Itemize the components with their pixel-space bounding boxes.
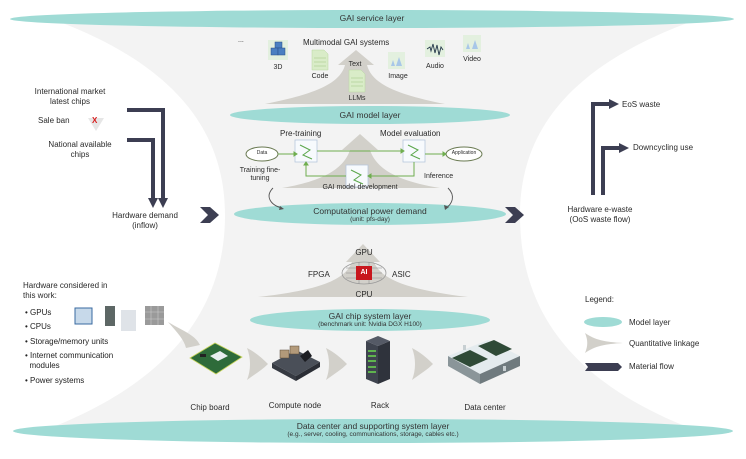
model-layer-title: GAI model layer	[339, 110, 401, 120]
cube-stack-icon	[268, 40, 288, 60]
pretraining-box	[294, 139, 318, 163]
ewaste-label: Hardware e-waste (OoS waste flow)	[567, 205, 633, 224]
rack-to-datacenter-linkage	[412, 348, 433, 380]
development-label: GAI model development	[322, 184, 398, 191]
modality-video-label: Video	[463, 56, 481, 63]
pretraining-label: Pre-training	[280, 129, 322, 138]
chip-layer-label: GAI chip system layer (benchmark unit: N…	[270, 311, 470, 328]
legend-material-flow-symbol	[585, 363, 622, 371]
multimodal-heading: Multimodal GAI systems	[303, 38, 390, 47]
node-to-rack-linkage	[326, 348, 347, 380]
hardware-heading: Hardware considered in this work:	[23, 281, 108, 300]
gpu-thumbnail	[74, 307, 93, 325]
sale-ban-arrow	[88, 118, 104, 131]
datacenter-layer-subtitle: (e.g., server, cooling, communications, …	[287, 431, 459, 438]
chip-layer-subtitle: (benchmark unit: Nvidia DGX H100)	[318, 321, 422, 328]
legend-linkage-symbol	[585, 333, 623, 353]
chip-ring	[341, 261, 387, 285]
board-to-node-linkage	[247, 348, 268, 380]
legend-material-flow-label: Material flow	[629, 362, 674, 371]
hardware-item-gpus: • GPUs	[25, 308, 52, 317]
hardware-item-network: • Internet communication modules	[25, 351, 114, 370]
evaluation-label: Model evaluation	[380, 129, 441, 138]
compute-layer-title: Computational power demand	[313, 206, 427, 216]
funnel-background	[40, 22, 700, 432]
hardware-item-cpus: • CPUs	[25, 322, 51, 331]
datacenter-layer-label: Data center and supporting system layer …	[223, 421, 523, 438]
hardware-item-power: • Power systems	[25, 376, 85, 385]
hardware-item-storage: • Storage/memory units	[25, 337, 109, 346]
ai-chip-icon	[356, 266, 372, 280]
legend-model-layer-symbol	[584, 317, 622, 327]
hardware-to-board-linkage	[168, 322, 200, 348]
waveform-icon	[425, 40, 445, 57]
compute-layer-subtitle: (unit: pfs-day)	[350, 216, 390, 223]
datacenter-layer-title: Data center and supporting system layer	[296, 421, 450, 431]
memory-thumbnail	[121, 310, 136, 331]
compute-layer-label: Computational power demand (unit: pfs-da…	[270, 206, 470, 223]
data-center-icon	[448, 340, 520, 384]
cpu-label: CPU	[355, 290, 373, 299]
legend-linkage-label: Quantitative linkage	[629, 339, 700, 348]
chip-board-icon	[189, 342, 243, 375]
pipeline-data-center-label: Data center	[464, 403, 506, 412]
national-chips-label: National available chips	[48, 140, 112, 159]
chip-layer-title: GAI chip system layer	[328, 311, 412, 321]
eos-waste-label: EoS waste	[622, 100, 661, 109]
application-node-label: Application	[451, 150, 477, 156]
network-module-thumbnail	[145, 306, 164, 325]
inference-label: Inference	[424, 173, 454, 180]
sale-ban-label: Sale ban	[38, 116, 70, 125]
data-node-label: Data	[256, 150, 268, 156]
text-document-icon	[348, 69, 366, 93]
asic-label: ASIC	[392, 270, 411, 279]
legend-title: Legend:	[585, 295, 614, 304]
pipeline-chip-board-label: Chip board	[190, 403, 230, 412]
modality-image-label: Image	[388, 73, 408, 80]
datacenter-layer-ellipse	[13, 419, 733, 443]
ellipsis-label: ...	[238, 37, 244, 44]
intl-market-label: International market latest chips	[34, 87, 106, 106]
chip-layer-ellipse	[250, 309, 490, 331]
modality-audio-label: Audio	[426, 63, 444, 70]
server-rack-icon	[366, 336, 390, 384]
llms-label: LLMs	[348, 95, 366, 102]
ban-x-icon: X	[92, 116, 98, 125]
gpu-label: GPU	[355, 248, 373, 257]
fpga-label: FPGA	[308, 270, 330, 279]
pipeline-rack-label: Rack	[370, 401, 390, 410]
evaluation-box	[402, 139, 426, 163]
outflow-chevron-icon	[505, 207, 524, 223]
modality-text-label: Text	[348, 61, 362, 68]
video-icon	[463, 35, 481, 52]
model-linkage-arrow	[282, 134, 440, 188]
compute-layer-ellipse	[234, 203, 506, 225]
compute-node-icon	[272, 345, 320, 381]
ai-chip-label: AI	[360, 269, 368, 276]
model-layer-ellipse	[230, 106, 510, 124]
hardware-demand-label: Hardware demand (inflow)	[112, 211, 178, 230]
legend-model-layer-label: Model layer	[629, 318, 671, 327]
code-document-icon	[311, 49, 329, 71]
pipeline-compute-node-label: Compute node	[268, 401, 322, 410]
finetuning-label: Training fine- tuning	[239, 167, 281, 182]
service-layer-ellipse	[10, 10, 734, 28]
cpu-thumbnail	[105, 306, 115, 326]
image-icon	[388, 52, 405, 69]
downcycling-label: Downcycling use	[633, 143, 694, 152]
modality-code-label: Code	[311, 73, 329, 80]
inflow-chevron-icon	[200, 207, 219, 223]
modality-3d-label: 3D	[273, 64, 283, 71]
service-layer-title: GAI service layer	[339, 13, 405, 23]
